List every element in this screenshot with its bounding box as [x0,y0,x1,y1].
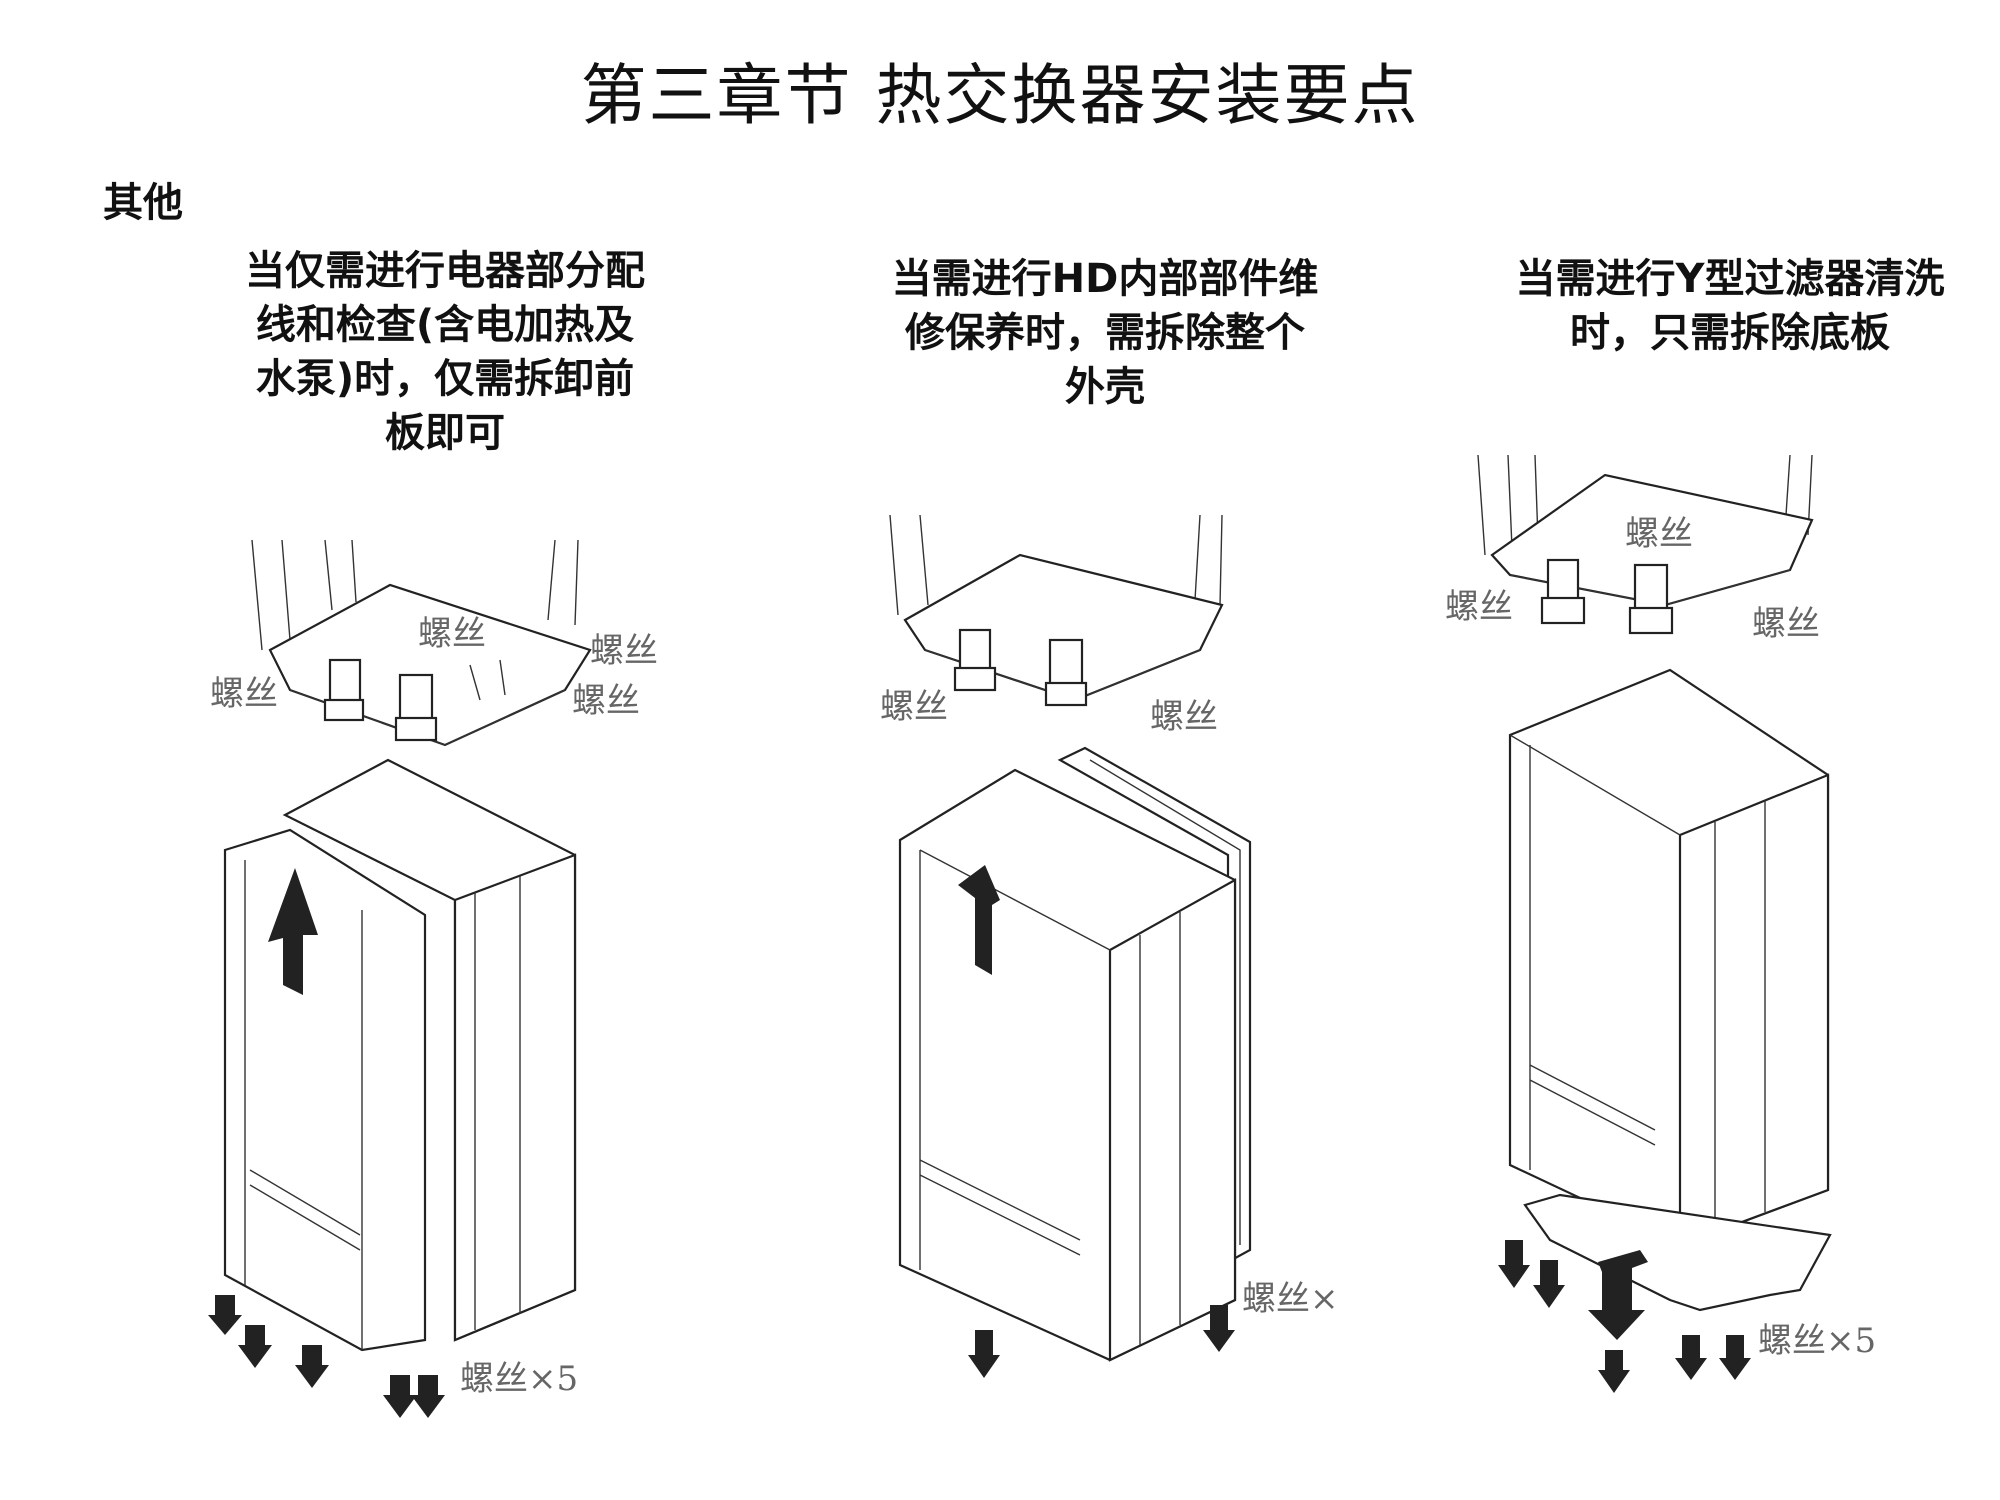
screw-label: 螺丝 [1150,697,1218,737]
caption-line: 当仅需进行电器部分配 [245,248,645,294]
caption-line: 时，只需拆除底板 [1570,310,1890,356]
screw-label: 螺丝 [1625,514,1693,554]
unit-casing-removed [898,746,1252,1362]
screw-label: 螺丝 [1752,604,1820,644]
unit-bottom-plate-removed [1508,668,1832,1340]
screw-count-label: 螺丝×5 [460,1359,578,1399]
unit-bottom-view-2 [889,514,1224,707]
caption-line: 修保养时，需拆除整个 [905,310,1305,356]
screw-label: 螺丝 [590,631,658,671]
screw-arrow-group [208,1295,445,1418]
screw-label: 螺丝 [572,681,640,721]
section-label: 其他 [103,180,183,226]
unit-bottom-view-3 [1477,454,1814,635]
screw-arrow-group [1498,1240,1751,1393]
caption-line: 板即可 [385,410,505,456]
caption-line: 外壳 [1065,364,1145,410]
screw-label: 螺丝 [418,614,486,654]
screw-arrow [968,1330,1000,1378]
caption-line: 当需进行HD内部部件维 [891,256,1319,302]
screw-label: 螺丝 [1445,587,1513,627]
screw-count-label: 螺丝×5 [1758,1321,1876,1361]
caption-line: 线和检查(含电加热及 [255,302,635,348]
caption-front-panel: 当仅需进行电器部分配 线和检查(含电加热及 水泵)时，仅需拆卸前 板即可 [200,244,690,460]
caption-whole-casing: 当需进行HD内部部件维 修保养时，需拆除整个 外壳 [870,252,1340,414]
caption-line: 当需进行Y型过滤器清洗 [1515,256,1945,302]
page-title: 第三章节 热交换器安装要点 [580,57,1420,134]
screw-label: 螺丝 [210,674,278,714]
screw-label: 螺丝 [880,687,948,727]
unit-front-panel-removed [223,758,577,1352]
screw-arrow [1203,1305,1235,1352]
caption-line: 水泵)时，仅需拆卸前 [255,356,635,402]
screw-count-label: 螺丝× [1242,1279,1339,1319]
unit-bottom-view-1 [251,539,592,747]
caption-bottom-plate: 当需进行Y型过滤器清洗 时，只需拆除底板 [1480,252,1980,360]
